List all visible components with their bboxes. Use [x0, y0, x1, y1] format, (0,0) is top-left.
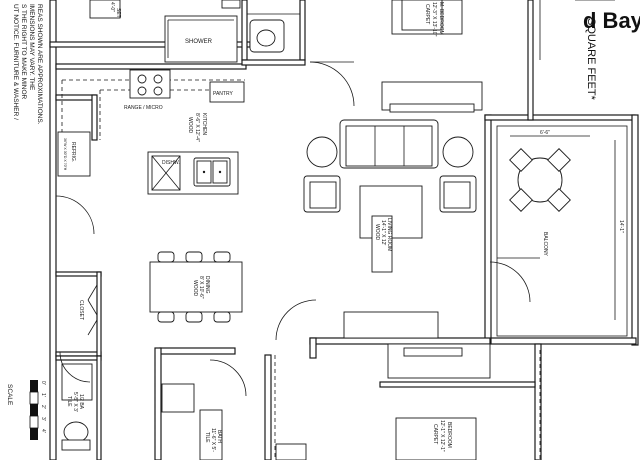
note-line-3: S THE RIGHT TO MAKE MINOR — [20, 4, 27, 100]
pantry — [209, 81, 245, 103]
tv-console — [343, 311, 439, 339]
bedroom-bottom-floor: CARPET — [432, 424, 438, 444]
top-bath-area: SET 4'-0" SHOWER — [89, 0, 300, 63]
bath-name: BATH — [216, 430, 222, 443]
side-table-right — [442, 136, 474, 168]
half-bath-toilet — [63, 421, 89, 443]
dining-name: DINING — [204, 276, 210, 294]
kitchen: RANGE / MICRO PANTRY REFRIG. 36"W X 30"D… — [57, 69, 245, 195]
refrigerator — [57, 131, 91, 177]
living-label-box — [371, 215, 393, 273]
title-block: d Bay II SQUARE FEET* — [583, 8, 640, 101]
closet-label: CLOSET — [78, 300, 84, 320]
top-left-label: SET — [115, 8, 121, 18]
lower-bath: BATH 11'-6" X 5'- TILE — [161, 383, 307, 460]
dashed-lines — [61, 79, 541, 460]
bedroom-top-floor: CARPET — [424, 4, 430, 24]
refrig-dims: 36"W X 30"D X 70"H — [63, 138, 67, 171]
plan-notes: REAS SHOWN ARE APPROXIMATIONS. IMENSIONS… — [12, 4, 43, 125]
shower-label: SHOWER — [185, 39, 213, 45]
bedroom-top-dims: 12'-3" X 13'-10" — [431, 2, 437, 37]
scale-bar: SCALE 0' 1' 2' 3' 4' — [6, 380, 46, 440]
range-label: RANGE / MICRO — [124, 105, 163, 111]
bath-floor: TILE — [204, 432, 210, 443]
living-room: LIVING ROOM 14'-1" X 12' WOOD — [303, 119, 491, 379]
scale-tick-1: 1' — [40, 393, 46, 397]
living-dims: 14'-1" X 12' — [380, 220, 386, 245]
note-line-1: REAS SHOWN ARE APPROXIMATIONS. — [36, 4, 43, 125]
plan-title: d Bay II — [583, 8, 640, 33]
closet: CLOSET — [78, 284, 98, 336]
note-line-2: IMENSIONS MAY VARY. THE — [28, 4, 35, 91]
lower-bedroom: BEDROOM 12'-1" X 12'-1" CARPET — [395, 417, 477, 460]
bedroom-top-name: M. BEDROOM — [438, 2, 444, 35]
shower-stall — [164, 15, 238, 63]
balcony-table — [517, 157, 563, 203]
dining-dims: 8' X 10'-6" — [198, 276, 204, 299]
bedroom-bottom-dims: 12'-1" X 12'-1" — [439, 420, 445, 452]
top-left-dims: 4'-0" — [109, 2, 115, 12]
scale-tick-4: 4' — [40, 429, 46, 433]
doors — [55, 61, 531, 397]
walls — [49, 0, 639, 460]
pantry-label: PANTRY — [213, 91, 233, 97]
scale-tick-3: 3' — [40, 417, 46, 421]
balcony-depth-dim: 14'-1" — [618, 220, 624, 233]
dining-table — [149, 261, 243, 313]
bedroom-bottom-name: BEDROOM — [446, 422, 452, 448]
scale-tick-2: 2' — [40, 405, 46, 409]
dining-floor: WOOD — [192, 280, 198, 296]
range — [129, 69, 171, 99]
sink-top — [256, 29, 276, 47]
kitchen-dims: 8'-6" X 12'-4" — [194, 113, 200, 142]
living-name: LIVING ROOM — [386, 218, 392, 251]
scale-label: SCALE — [6, 384, 13, 406]
lower-bath-label-box — [199, 409, 223, 460]
dining: DINING 8' X 10'-6" WOOD — [149, 251, 243, 323]
half-bath-floor: TILE — [66, 396, 72, 407]
note-line-4: UT NOTICE. FURNITURE & WASHER / — [12, 4, 19, 120]
lower-bed — [395, 417, 477, 460]
refrig-label: REFRIG. — [70, 142, 76, 162]
kitchen-floor: WOOD — [187, 117, 193, 133]
half-bath-name: 1/2 BA — [78, 394, 84, 410]
side-table-left — [306, 136, 338, 168]
living-floor: WOOD — [374, 224, 380, 240]
half-bath: 1/2 BA 5'-5" X 3' TILE — [61, 363, 93, 451]
balcony: 6'-6" 14'-1" BALCONY — [496, 125, 628, 337]
scale-tick-0: 0' — [40, 381, 46, 385]
plan-subtitle: SQUARE FEET* — [585, 18, 597, 101]
half-bath-dims: 5'-5" X 3' — [72, 392, 78, 412]
balcony-name: BALCONY — [542, 232, 548, 257]
dishwasher-label: DISHW. — [162, 160, 180, 166]
balcony-width-dim: 6'-6" — [540, 130, 550, 136]
bath-dims: 11'-6" X 5'- — [210, 428, 216, 452]
top-bedroom: M. BEDROOM 12'-3" X 13'-10" CARPET — [381, 0, 483, 113]
kitchen-name: KITCHEN — [201, 113, 207, 135]
